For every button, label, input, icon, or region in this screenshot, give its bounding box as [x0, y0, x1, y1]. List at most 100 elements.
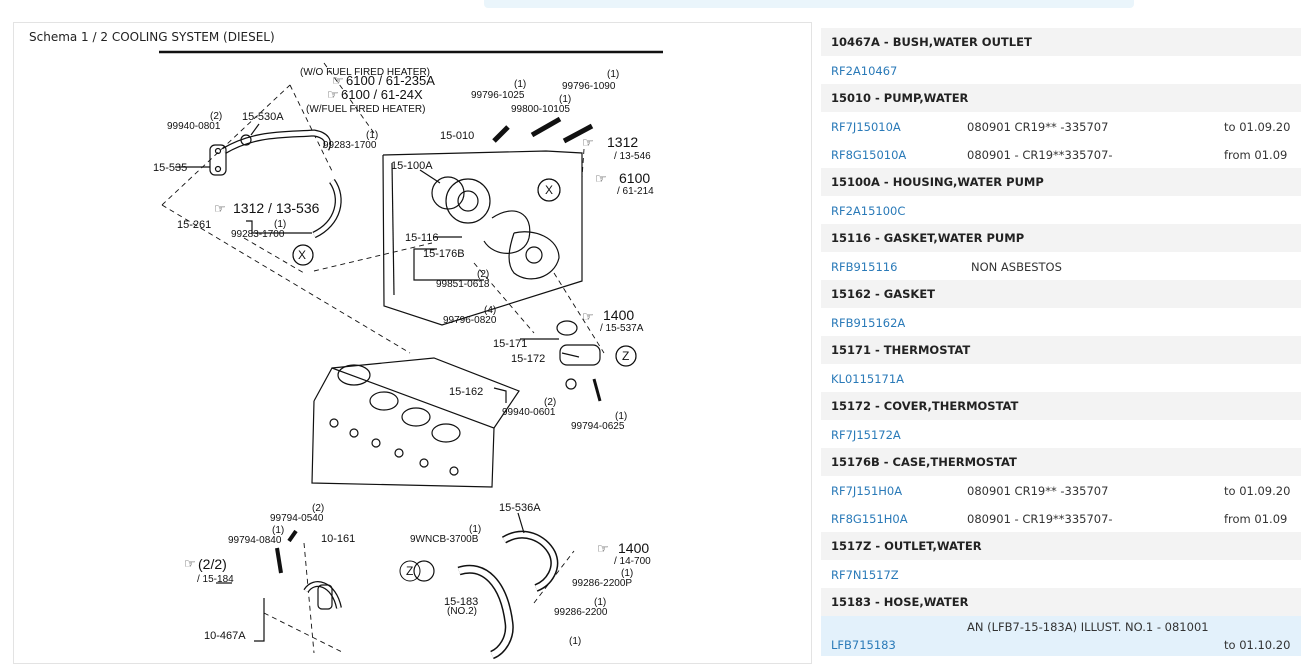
parts-group-header: 15100A - HOUSING,WATER PUMP: [821, 168, 1301, 196]
group-title: 15116 - GASKET,WATER PUMP: [831, 231, 1025, 245]
parts-group-header: 15116 - GASKET,WATER PUMP: [821, 224, 1301, 252]
part-number-link[interactable]: RF7J151H0A: [831, 484, 903, 498]
part-number-link[interactable]: RFB915162A: [831, 316, 906, 330]
part-date-range: to 01.09.20: [1224, 484, 1291, 498]
parts-group-header: 15010 - PUMP,WATER: [821, 84, 1301, 112]
part-99283-1700a: 99283-1700: [323, 140, 377, 151]
part-row[interactable]: KL0115171A: [821, 364, 1301, 392]
part-date-range: from 01.09: [1224, 148, 1288, 162]
part-15-172: 15-172: [511, 353, 545, 365]
part-row[interactable]: RF2A10467: [821, 56, 1301, 84]
ref-1312a: 1312: [607, 134, 638, 150]
part-row[interactable]: RF7N1517Z: [821, 560, 1301, 588]
part-15-261: 15-261: [177, 219, 211, 231]
part-99283-1700b: 99283-1700: [231, 229, 285, 240]
group-title: 15172 - COVER,THERMOSTAT: [831, 399, 1019, 413]
parts-group-header: 1517Z - OUTLET,WATER: [821, 532, 1301, 560]
top-banner-strip: [484, 0, 1134, 8]
part-99796-1090: 99796-1090: [562, 81, 616, 92]
group-title: 10467A - BUSH,WATER OUTLET: [831, 35, 1032, 49]
ref-2-2: (2/2): [198, 556, 227, 572]
part-number-link[interactable]: LFB715183: [831, 638, 896, 652]
qty-3700b: (1): [469, 524, 481, 535]
part-99286-2200p: 99286-2200P: [572, 578, 632, 589]
part-99796-1025: 99796-1025: [471, 90, 525, 101]
callout-z2: Z: [406, 564, 413, 578]
part-row[interactable]: RFB915162A: [821, 308, 1301, 336]
part-note: 080901 CR19** -335707: [967, 120, 1109, 134]
part-note: NON ASBESTOS: [971, 260, 1062, 274]
qty-2200p: (1): [621, 568, 633, 579]
svg-text:☞: ☞: [582, 135, 594, 150]
diagram-panel: Schema 1 / 2 COOLING SYSTEM (DIESEL): [13, 22, 812, 664]
qty-1025: (1): [514, 79, 526, 90]
part-99796-0820: 99796-0820: [443, 315, 497, 326]
part-row[interactable]: RFB915116 NON ASBESTOS: [821, 252, 1301, 280]
part-note: 080901 - CR19**335707-: [967, 148, 1113, 162]
qty-bottom: (1): [569, 636, 581, 647]
qty-2200: (1): [594, 597, 606, 608]
group-title: 15010 - PUMP,WATER: [831, 91, 969, 105]
part-99940-0601: 99940-0601: [502, 407, 556, 418]
part-99794-0540: 99794-0540: [270, 513, 324, 524]
ref-6100a: 6100 / 61-235A: [346, 73, 435, 88]
svg-text:☞: ☞: [327, 87, 339, 102]
ref-6100c-sub: / 61-214: [617, 186, 654, 197]
part-number-link[interactable]: RF2A15100C: [831, 204, 906, 218]
qty-1090: (1): [607, 69, 619, 80]
part-15-100a: 15-100A: [391, 160, 433, 172]
part-15-536a: 15-536A: [499, 502, 541, 514]
part-row[interactable]: RF2A15100C: [821, 196, 1301, 224]
part-number-link[interactable]: RF7N1517Z: [831, 568, 899, 582]
group-title: 15176B - CASE,THERMOSTAT: [831, 455, 1017, 469]
part-99851-0618: 99851-0618: [436, 279, 490, 290]
parts-group-header: 10467A - BUSH,WATER OUTLET: [821, 28, 1301, 56]
part-number-link[interactable]: RF2A10467: [831, 64, 898, 78]
group-title: 15162 - GASKET: [831, 287, 936, 301]
qty-1700b: (1): [274, 219, 286, 230]
part-99794-0625: 99794-0625: [571, 421, 625, 432]
part-row[interactable]: RF8G15010A 080901 - CR19**335707- from 01.…: [821, 140, 1301, 168]
part-number-link[interactable]: KL0115171A: [831, 372, 905, 386]
callout-x1: X: [545, 183, 553, 197]
ref-6100b: 6100 / 61-24X: [341, 87, 423, 102]
part-15-530a: 15-530A: [242, 111, 284, 123]
part-number-link[interactable]: RF7J15172A: [831, 428, 901, 442]
part-row[interactable]: RF7J15172A: [821, 420, 1301, 448]
part-15-171: 15-171: [493, 338, 527, 350]
part-number-link[interactable]: RF8G15010A: [831, 148, 907, 162]
part-number-link[interactable]: RF7J15010A: [831, 120, 901, 134]
part-9wncb-3700b: 9WNCB-3700B: [410, 534, 479, 545]
parts-group-header: 15183 - HOSE,WATER: [821, 588, 1301, 616]
qty-0601: (2): [544, 397, 556, 408]
svg-text:☞: ☞: [582, 309, 594, 324]
part-note: 080901 - CR19**335707-: [967, 512, 1113, 526]
part-15-535: 15-535: [153, 162, 187, 174]
qty-0618: (2): [477, 269, 489, 280]
parts-group-header: 15176B - CASE,THERMOSTAT: [821, 448, 1301, 476]
cooling-system-diagram[interactable]: ☞ ☞ ☞ ☞ ☞ ☞ ☞ ☞ (W/O FUEL FIRED HEATER) …: [14, 23, 811, 663]
qty-0801: (2): [210, 111, 222, 122]
label-w-heater: (W/FUEL FIRED HEATER): [306, 104, 425, 115]
svg-text:☞: ☞: [332, 73, 344, 88]
part-10-467a: 10-467A: [204, 630, 246, 642]
part-99286-2200: 99286-2200: [554, 607, 608, 618]
part-number-link[interactable]: RFB915116: [831, 260, 898, 274]
part-15-183: 15-183: [444, 596, 478, 608]
group-title: 15183 - HOSE,WATER: [831, 595, 969, 609]
part-date-range: to 01.09.20: [1224, 120, 1291, 134]
parts-list: 10467A - BUSH,WATER OUTLET RF2A10467 15010…: [821, 28, 1301, 668]
part-99940-0801: 99940-0801: [167, 121, 221, 132]
diagram-title: Schema 1 / 2 COOLING SYSTEM (DIESEL): [29, 30, 275, 44]
part-number-link[interactable]: RF8G151H0A: [831, 512, 908, 526]
ref-6100c: 6100: [619, 170, 650, 186]
part-15-010: 15-010: [440, 130, 474, 142]
part-row[interactable]: RF7J15010A 080901 CR19** -335707 to 01.09.…: [821, 112, 1301, 140]
qty-0625: (1): [615, 411, 627, 422]
svg-text:☞: ☞: [595, 171, 607, 186]
ref-1400a-sub: / 15-537A: [600, 323, 644, 334]
part-date-range: to 01.10.20: [1224, 638, 1291, 652]
